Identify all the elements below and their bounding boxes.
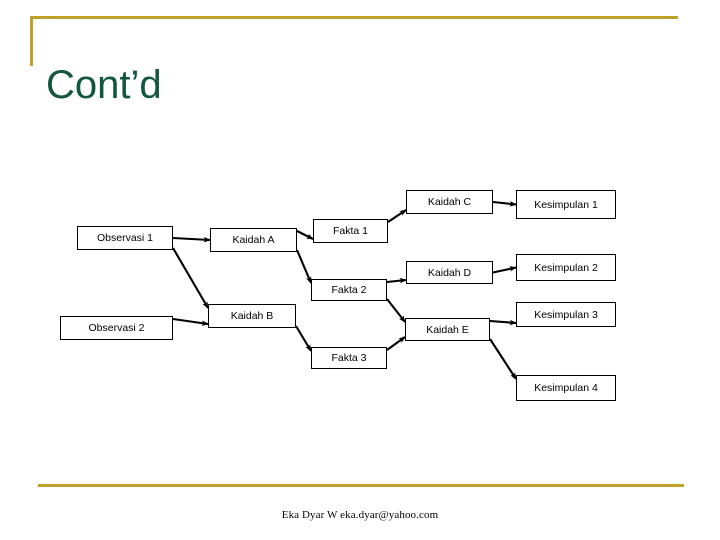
node-label: Kesimpulan 1	[534, 198, 598, 211]
edge-obs2-to-kaidB	[172, 317, 209, 326]
node-label: Kaidah E	[426, 323, 469, 336]
edge-kaidA-to-fakta2	[296, 249, 312, 284]
slide-footer: Eka Dyar W eka.dyar@yahoo.com	[281, 509, 439, 521]
node-label: Kesimpulan 3	[534, 308, 598, 321]
node-kes4[interactable]: Kesimpulan 4	[516, 375, 616, 401]
node-label: Observasi 2	[88, 322, 145, 334]
node-kes2[interactable]: Kesimpulan 2	[516, 254, 616, 281]
edge-fakta2-to-kaidE	[386, 298, 406, 323]
edge-fakta3-to-kaidE	[386, 336, 406, 351]
node-label: Kaidah D	[427, 266, 472, 279]
edge-kaidA-to-fakta1	[296, 230, 314, 240]
node-label: Observasi 1	[96, 232, 154, 244]
node-label: Kaidah A	[232, 234, 275, 246]
edge-obs1-to-kaidA	[172, 236, 211, 243]
node-kaidD[interactable]: Kaidah D	[406, 261, 493, 284]
edge-kaidE-to-kes3	[489, 319, 517, 326]
node-obs2[interactable]: Observasi 2	[60, 316, 173, 340]
edge-kaidE-to-kes4	[489, 338, 517, 380]
gold-top-rule	[30, 16, 678, 19]
node-label: Fakta 1	[332, 225, 369, 237]
gold-left-rule	[30, 16, 33, 66]
node-obs1[interactable]: Observasi 1	[77, 226, 173, 250]
node-fakta3[interactable]: Fakta 3	[311, 347, 387, 369]
node-kes1[interactable]: Kesimpulan 1	[516, 190, 616, 219]
edge-kaidD-to-kes2	[492, 266, 517, 274]
node-kaidB[interactable]: Kaidah B	[208, 304, 296, 328]
edge-fakta2-to-kaidD	[386, 277, 407, 284]
node-kaidE[interactable]: Kaidah E	[405, 318, 490, 341]
edge-fakta1-to-kaidC	[387, 209, 407, 223]
edge-obs1-to-kaidB	[172, 247, 209, 309]
node-kes3[interactable]: Kesimpulan 3	[516, 302, 616, 327]
node-label: Fakta 3	[331, 352, 367, 364]
node-label: Fakta 2	[331, 284, 367, 296]
node-kaidA[interactable]: Kaidah A	[210, 228, 297, 252]
node-label: Kesimpulan 2	[534, 261, 598, 274]
node-fakta2[interactable]: Fakta 2	[311, 279, 387, 301]
node-fakta1[interactable]: Fakta 1	[313, 219, 388, 243]
node-label: Kaidah C	[427, 196, 472, 208]
edge-kaidB-to-fakta3	[295, 325, 312, 352]
edge-kaidC-to-kes1	[492, 200, 517, 207]
node-kaidC[interactable]: Kaidah C	[406, 190, 493, 214]
node-label: Kesimpulan 4	[534, 382, 598, 394]
node-label: Kaidah B	[230, 310, 274, 322]
gold-bottom-rule	[38, 484, 684, 487]
page-title: Cont’d	[46, 63, 162, 107]
